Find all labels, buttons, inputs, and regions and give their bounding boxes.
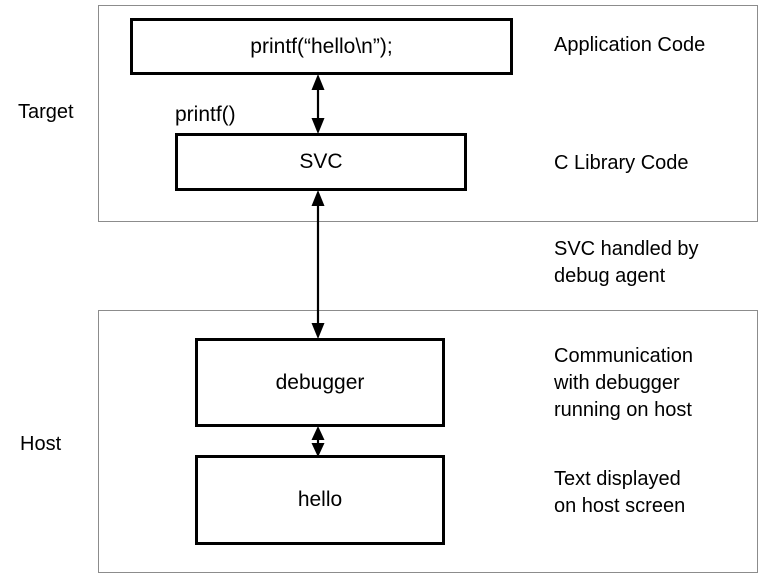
annotation-application-code: Application Code [554, 34, 706, 56]
annotation-c-library-code: C Library Code [554, 152, 689, 174]
region-host [98, 310, 758, 573]
node-hello: hello [195, 455, 445, 545]
annotation-svc-handled-by-debug-agent: SVC handled by debug agent [554, 238, 699, 287]
node-application-code: printf(“hello\n”); [130, 18, 513, 75]
region-target [98, 5, 758, 222]
annotation-text-displayed-on-host-screen: Text displayed on host screen [554, 468, 686, 517]
annotation-printf-call: printf() [175, 103, 236, 126]
node-svc: SVC [175, 133, 467, 191]
region-label-target: Target [18, 101, 74, 123]
annotation-communication-with-debugger: Communication with debugger running on h… [554, 345, 693, 421]
region-label-host: Host [20, 433, 62, 455]
node-debugger: debugger [195, 338, 445, 427]
